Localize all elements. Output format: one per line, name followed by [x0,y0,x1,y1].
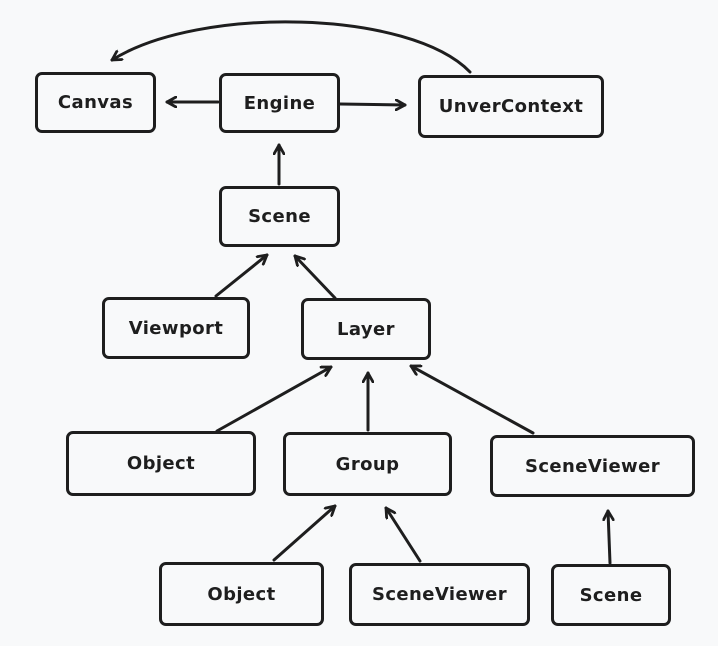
edge-scene-to-sceneviewer [608,509,610,565]
node-viewport: Viewport [102,297,250,359]
edge-object-to-layer [215,365,333,433]
node-engine: Engine [219,73,340,133]
node-unvercontext: UnverContext [418,75,604,138]
node-canvas: Canvas [35,72,156,133]
node-layer: Layer [301,298,431,360]
edge-object-to-group [272,504,337,562]
edge-engine-to-unvercontext [338,104,407,105]
edge-layer-to-scene [293,254,337,300]
edge-viewport-to-scene [214,253,269,298]
node-scene-top: Scene [219,186,340,247]
node-sceneviewer-bottom: SceneViewer [349,563,530,626]
node-scene-bottom: Scene [551,564,671,626]
edge-sceneviewer-to-group [384,506,422,563]
edge-unvercontext-to-canvas [110,20,472,74]
node-sceneviewer-right: SceneViewer [490,435,695,497]
node-group: Group [283,432,452,496]
node-object-left: Object [66,431,256,496]
node-object-bottom: Object [159,562,324,626]
edge-sceneviewer-to-layer [409,364,535,435]
